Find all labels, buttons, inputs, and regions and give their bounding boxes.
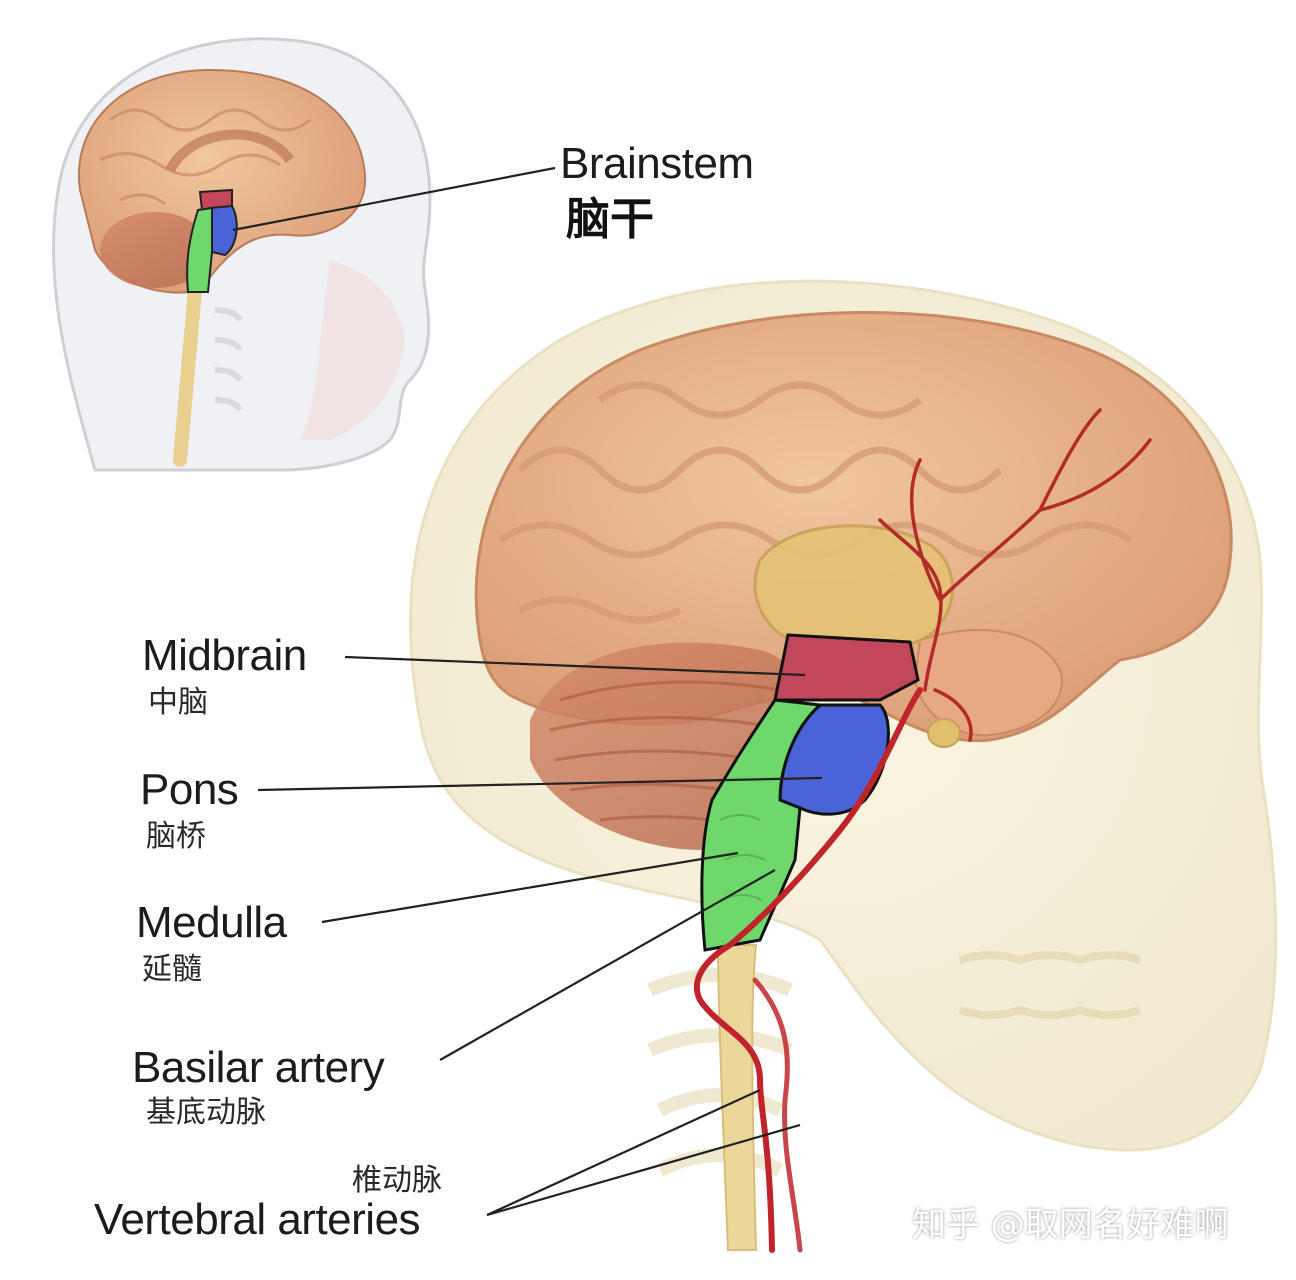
small-medulla (186, 206, 213, 293)
thalamus (753, 524, 954, 655)
leader-medulla (321, 851, 739, 924)
medulla-label: Medulla (136, 898, 287, 947)
spinal-cord (716, 944, 758, 1251)
small-corpus (165, 129, 294, 173)
medulla-label-zh: 延髓 (142, 952, 202, 987)
midbrain-label: Midbrain (142, 631, 307, 680)
basilar-artery (693, 687, 923, 1253)
brainstem-label-zh: 脑干 (566, 194, 654, 245)
leader-basilar (439, 869, 776, 1061)
small-face-profile (300, 260, 405, 440)
leader-vertebral-2 (486, 1123, 801, 1217)
basilar-artery-label-zh: 基底动脉 (146, 1095, 266, 1130)
leader-lines (232, 166, 823, 1217)
midbrain-label-zh: 中脑 (148, 685, 208, 720)
small-pons (208, 204, 238, 257)
jaw-teeth (958, 951, 1142, 1019)
midbrain-region (773, 633, 920, 702)
leader-vertebral-1 (486, 1088, 761, 1217)
vertebral-arteries-label-zh: 椎动脉 (352, 1163, 442, 1198)
leader-pons (257, 776, 823, 792)
leader-midbrain (344, 655, 806, 677)
temporal-lobe (913, 629, 1063, 737)
brainstem-label: Brainstem (560, 139, 754, 188)
cerebellum-folds (549, 680, 791, 832)
leader-brainstem (232, 166, 556, 232)
medulla-region (700, 698, 824, 952)
pons-label: Pons (140, 765, 239, 814)
large-head-illustration (409, 279, 1278, 1253)
pituitary (927, 718, 961, 748)
small-head-illustration (51, 37, 432, 472)
cerebral-arteries (878, 408, 1152, 742)
small-cerebellum (100, 212, 210, 288)
vertebral-artery-2 (752, 977, 803, 1253)
small-brain-folds (99, 108, 311, 206)
small-spinal-cord (173, 283, 202, 467)
vertebral-arteries-label: Vertebral arteries (94, 1195, 421, 1244)
small-neck-vertebrae (214, 307, 243, 412)
basilar-artery-label: Basilar artery (132, 1043, 385, 1092)
watermark: 知乎 @取网名好难啊 (912, 1205, 1229, 1245)
pons-label-zh: 脑桥 (146, 819, 206, 854)
